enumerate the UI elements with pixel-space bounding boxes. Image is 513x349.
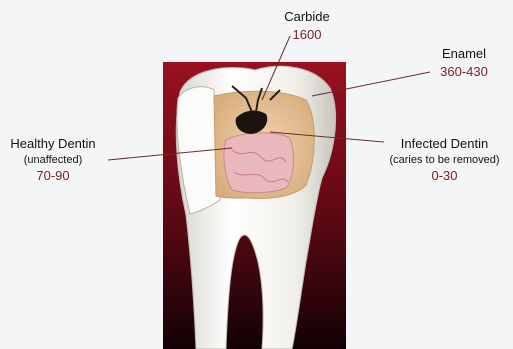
healthy-dentin-name: Healthy Dentin — [4, 137, 102, 151]
healthy-dentin-label: Healthy Dentin (unaffected) 70-90 — [4, 137, 102, 184]
infected-dentin-value: 0-30 — [378, 169, 511, 183]
infected-dentin-note: (caries to be removed) — [378, 154, 511, 166]
enamel-name: Enamel — [424, 47, 504, 61]
carbide-name: Carbide — [275, 10, 339, 24]
pulp-chamber — [224, 133, 293, 193]
carbide-value: 1600 — [275, 28, 339, 42]
enamel-value: 360-430 — [424, 65, 504, 79]
carbide-label: Carbide 1600 — [275, 10, 339, 43]
enamel-label: Enamel 360-430 — [424, 47, 504, 80]
healthy-dentin-value: 70-90 — [4, 169, 102, 183]
infected-dentin-label: Infected Dentin (caries to be removed) 0… — [378, 137, 511, 184]
healthy-dentin-note: (unaffected) — [4, 154, 102, 166]
infected-dentin-name: Infected Dentin — [378, 137, 511, 151]
